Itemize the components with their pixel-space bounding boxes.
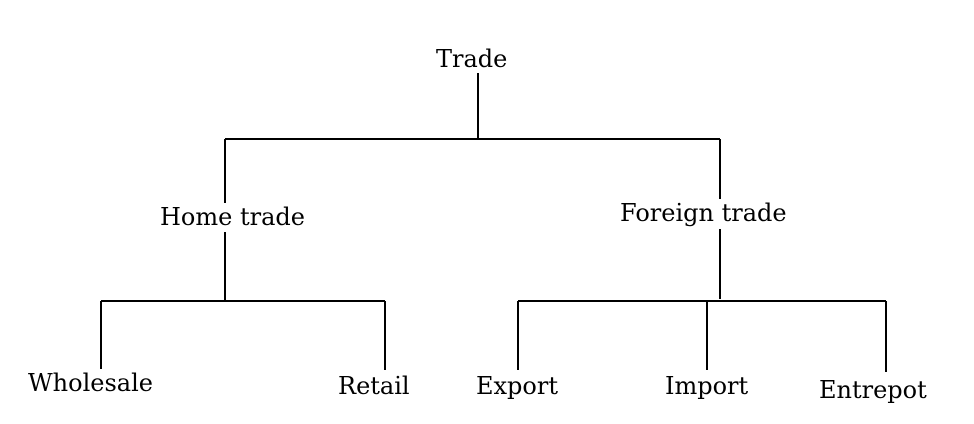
node-entrepot: Entrepot (817, 376, 929, 404)
node-home-trade: Home trade (158, 203, 307, 231)
node-foreign-trade: Foreign trade (618, 199, 789, 227)
node-wholesale: Wholesale (26, 369, 155, 397)
node-retail: Retail (336, 372, 412, 400)
node-trade: Trade (434, 45, 510, 73)
node-import: Import (663, 372, 751, 400)
node-export: Export (474, 372, 560, 400)
